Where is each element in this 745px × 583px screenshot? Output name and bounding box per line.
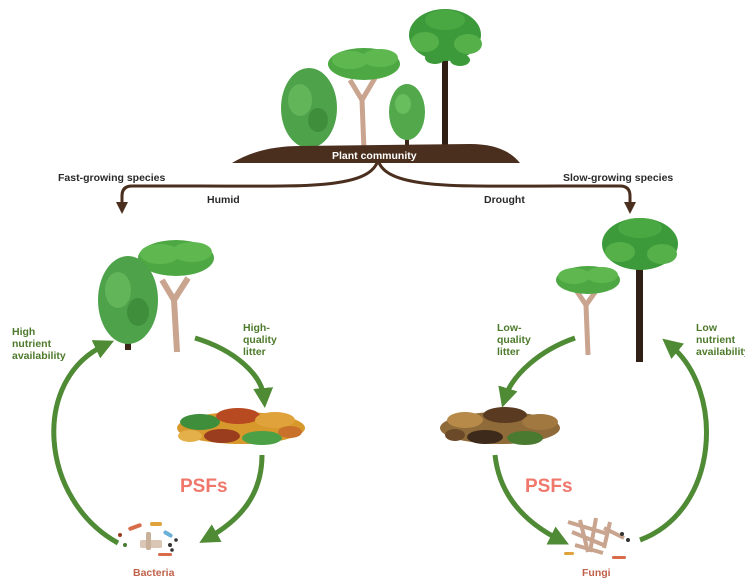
fungi-cluster-icon [564, 518, 630, 559]
branch-arrows [122, 160, 630, 208]
umbrella-tree-icon [328, 48, 400, 150]
right-psfs-label: PSFs [525, 476, 573, 498]
small-tree-icon [389, 84, 425, 150]
high-quality-litter-label: High- quality litter [243, 322, 277, 358]
high-nutrient-availability-label: High nutrient availability [12, 326, 66, 362]
fungi-label: Fungi [582, 567, 611, 579]
drought-label: Drought [484, 194, 525, 206]
left-psfs-label: PSFs [180, 476, 228, 498]
fast-growing-species-label: Fast-growing species [58, 172, 165, 184]
low-quality-litter-label: Low- quality litter [497, 322, 531, 358]
left-trees [98, 240, 214, 352]
left-litter-pile-icon [177, 408, 305, 445]
top-plant-community [232, 9, 520, 163]
right-litter-pile-icon [440, 407, 560, 445]
bacteria-cluster-icon [118, 522, 178, 556]
humid-label: Humid [207, 194, 240, 206]
slow-growing-species-label: Slow-growing species [563, 172, 673, 184]
right-outer-arrow [640, 345, 706, 540]
arrow-to-fast-growing [122, 160, 378, 208]
bacteria-label: Bacteria [133, 567, 174, 579]
right-araucaria-tree-icon [602, 218, 678, 362]
round-tree-icon [281, 68, 337, 150]
left-round-tree-icon [98, 256, 158, 350]
low-nutrient-availability-label: Low nutrient availability [696, 322, 745, 358]
left-outer-arrow [54, 345, 118, 543]
plant-community-label: Plant community [332, 150, 417, 162]
